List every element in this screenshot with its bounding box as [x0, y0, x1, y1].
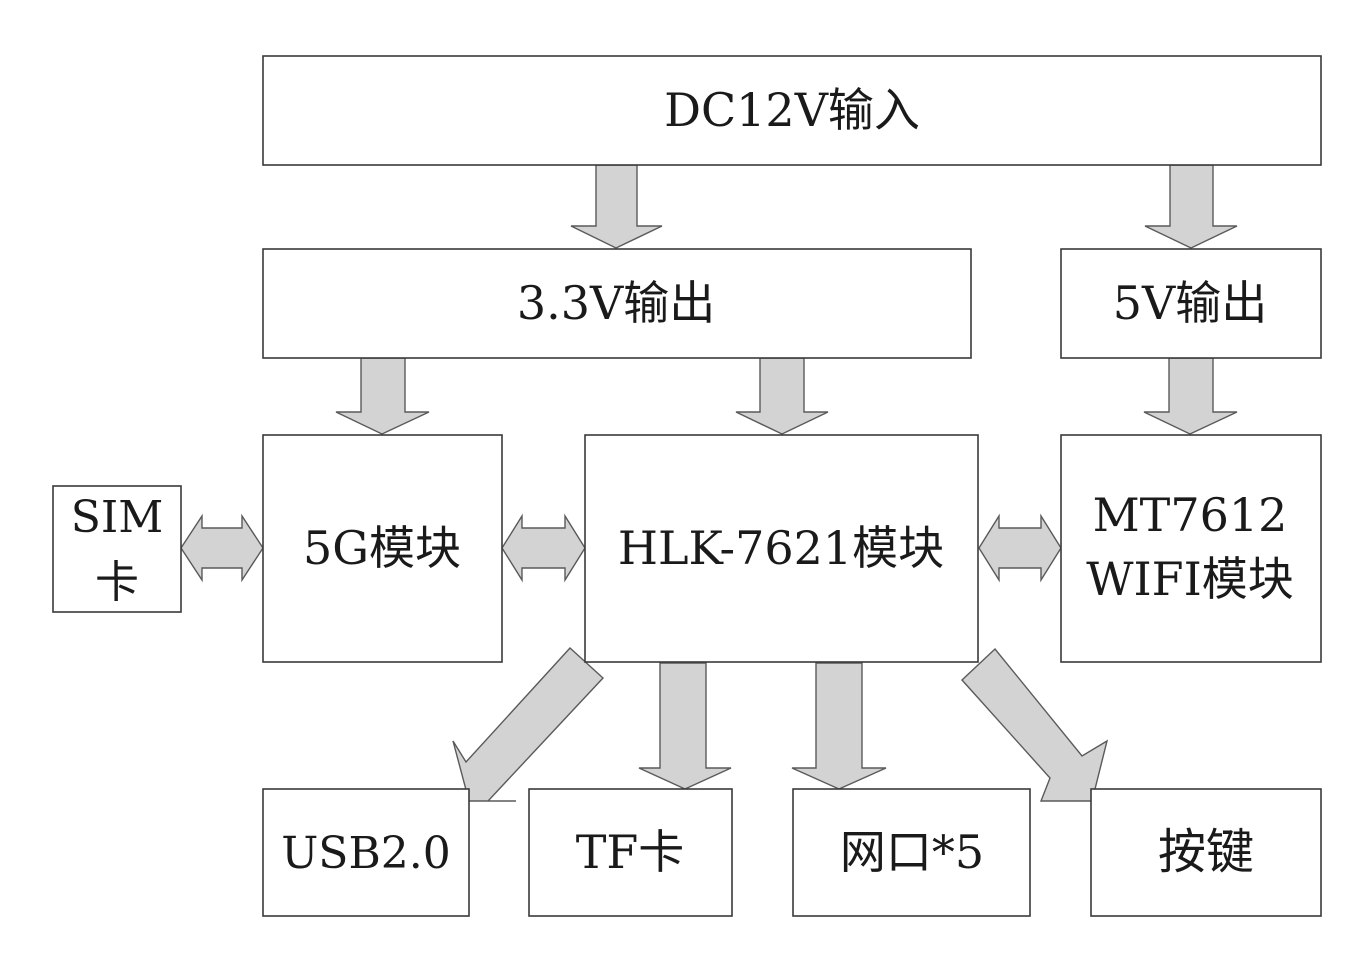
box-dc-input [262, 55, 1322, 166]
label-dc-input: DC12V输入 [664, 83, 920, 137]
arrow-sim-5g [180, 513, 264, 583]
label-usb: USB2.0 [281, 828, 451, 879]
arrow-3v3-to-5g [335, 357, 430, 435]
label-5v-output: 5V输出 [1113, 276, 1268, 330]
arrow-hlk-to-tf [638, 662, 732, 790]
label-3v3-output: 3.3V输出 [517, 276, 715, 330]
arrow-3v3-to-hlk [735, 357, 829, 435]
box-tf-card [528, 788, 733, 917]
arrow-hlk-to-eth [791, 662, 887, 790]
label-wifi-line1: MT7612 [1093, 488, 1288, 542]
label-sim-line2: 卡 [95, 557, 139, 608]
box-button [1090, 788, 1322, 917]
box-usb [262, 788, 470, 917]
arrow-hlk-to-usb [452, 647, 604, 802]
label-tf-card: TF卡 [576, 825, 685, 879]
box-5v-output [1060, 248, 1322, 359]
box-3v3-output [262, 248, 972, 359]
box-5g-module [262, 434, 503, 663]
label-button: 按键 [1158, 824, 1254, 880]
arrow-5v-to-wifi [1143, 357, 1238, 435]
arrow-5g-hlk [501, 513, 586, 583]
label-hlk-module: HLK-7621模块 [618, 521, 944, 575]
label-wifi-line2: WIFI模块 [1086, 552, 1294, 606]
arrow-dc-to-3v3 [570, 164, 663, 249]
label-ethernet: 网口*5 [840, 825, 984, 879]
arrow-hlk-wifi [978, 513, 1062, 583]
box-wifi-module [1060, 434, 1322, 663]
box-sim-card [52, 485, 182, 613]
label-sim-line1: SIM [71, 492, 164, 543]
arrow-dc-to-5v [1144, 164, 1238, 249]
arrow-hlk-to-button [961, 647, 1109, 802]
label-5g-module: 5G模块 [303, 521, 461, 575]
box-hlk-module [584, 434, 979, 663]
box-ethernet [792, 788, 1031, 917]
